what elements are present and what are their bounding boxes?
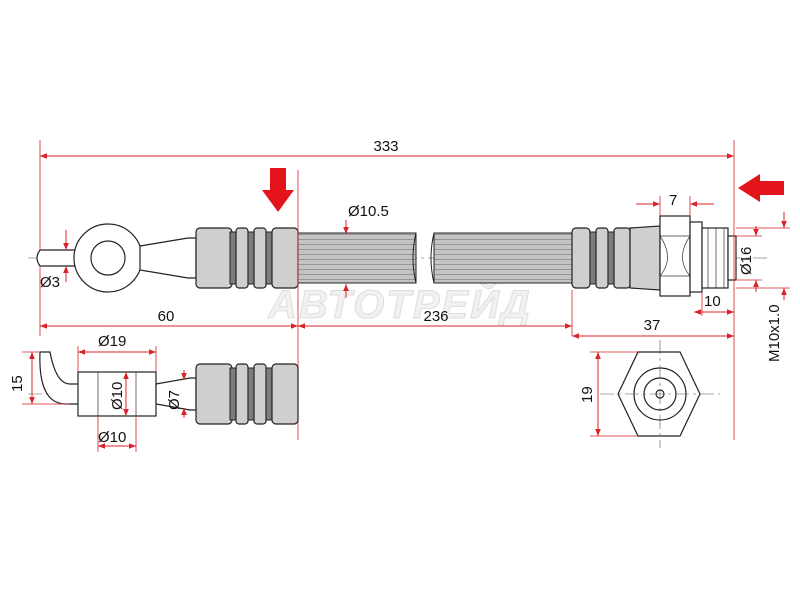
dim-label-7-sleeve: Ø7 [166, 390, 183, 410]
banjo-side-view [28, 351, 300, 425]
dim-label-10: 10 [704, 293, 721, 310]
dim-label-thread: M10x1.0 [766, 304, 783, 362]
dim-hose-diameter: Ø10.5 [343, 203, 389, 298]
red-arrow-down [262, 168, 294, 212]
top-view [28, 215, 770, 297]
right-crimp-fitting [571, 225, 661, 291]
threaded-end [689, 221, 737, 293]
dim-label-37: 37 [644, 317, 661, 334]
hex-end-view [600, 340, 720, 448]
dim-banjo-to-sleeve: 60 [39, 266, 298, 336]
dim-label-10-horiz: Ø10 [98, 429, 126, 446]
hose-body [297, 232, 573, 284]
dim-banjo-inner-horizontal: Ø10 [97, 416, 137, 452]
dim-label-236: 236 [423, 308, 448, 325]
left-crimp-fitting [195, 227, 299, 289]
dim-sleeve-diameter: Ø7 [166, 370, 187, 418]
dim-label-hose-dia: Ø10.5 [348, 203, 389, 220]
watermark-text: АВТОТРЕЙД [267, 280, 532, 327]
dim-banjo-inner-vertical: Ø10 [109, 372, 129, 416]
red-arrow-left [738, 174, 784, 202]
dim-label-333: 333 [373, 138, 398, 155]
dim-hex-across-flats: 19 [579, 351, 638, 437]
dim-banjo-height: 15 [9, 351, 70, 405]
dim-thread-length: 10 [694, 292, 734, 316]
dim-hex-diameter: Ø16 [736, 226, 762, 292]
dim-label-7: 7 [669, 192, 677, 209]
dim-label-19: Ø19 [98, 333, 126, 350]
dim-banjo-outer: Ø19 [77, 333, 157, 372]
dim-overall-length: 333 [39, 138, 735, 440]
dim-label-10-vert: Ø10 [109, 382, 126, 410]
hex-nut [659, 215, 691, 297]
dim-label-60: 60 [158, 308, 175, 325]
dim-label-19-hex: 19 [579, 386, 596, 403]
dim-bolt-hole: Ø3 [40, 230, 69, 291]
dim-thread: M10x1.0 [736, 212, 790, 362]
dim-nut-to-end: 37 [572, 317, 734, 339]
dim-label-16: Ø16 [738, 247, 755, 275]
dim-label-bolt-hole: Ø3 [40, 274, 60, 291]
dim-hose-length: 236 [298, 290, 573, 336]
dim-nut-width: 7 [636, 192, 714, 216]
dim-label-15: 15 [9, 375, 26, 392]
